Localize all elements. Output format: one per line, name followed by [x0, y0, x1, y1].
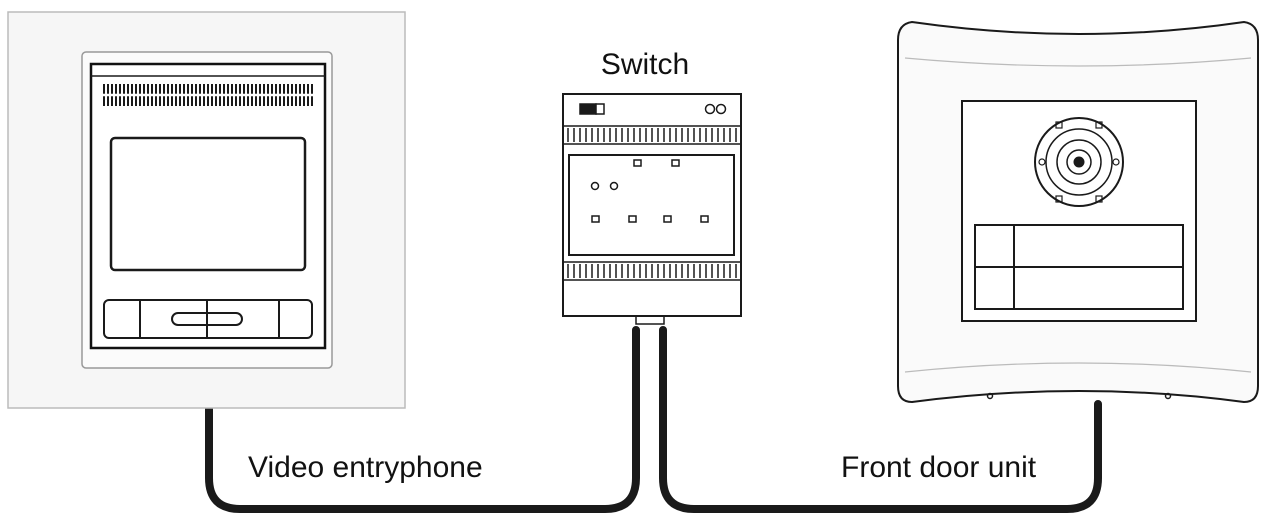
entryphone-screen: [109, 136, 307, 272]
switch-top-terminals: [567, 128, 737, 142]
switch-screw-left: [704, 103, 716, 115]
switch-indicator: [579, 103, 597, 115]
camera-lens: [1034, 117, 1124, 207]
switch-body: [562, 93, 742, 317]
switch-device: [562, 93, 742, 325]
switch-bottom-terminals: [567, 264, 737, 278]
switch-screw-right: [715, 103, 727, 115]
speaker-grille: [100, 84, 316, 106]
front-door-unit-device: [897, 20, 1259, 404]
name-buttons: [974, 224, 1184, 310]
cables: [205, 326, 1102, 513]
video-entryphone-device: [7, 11, 406, 409]
cable-entryphone-to-switch: [205, 326, 640, 513]
switch-label: Switch: [601, 48, 689, 81]
cable-switch-to-front-door: [659, 326, 1102, 513]
video-entryphone-label: Video entryphone: [248, 451, 483, 484]
switch-cable-clip: [635, 315, 665, 325]
switch-panel: [568, 154, 735, 256]
front-door-unit-label: Front door unit: [841, 451, 1037, 484]
